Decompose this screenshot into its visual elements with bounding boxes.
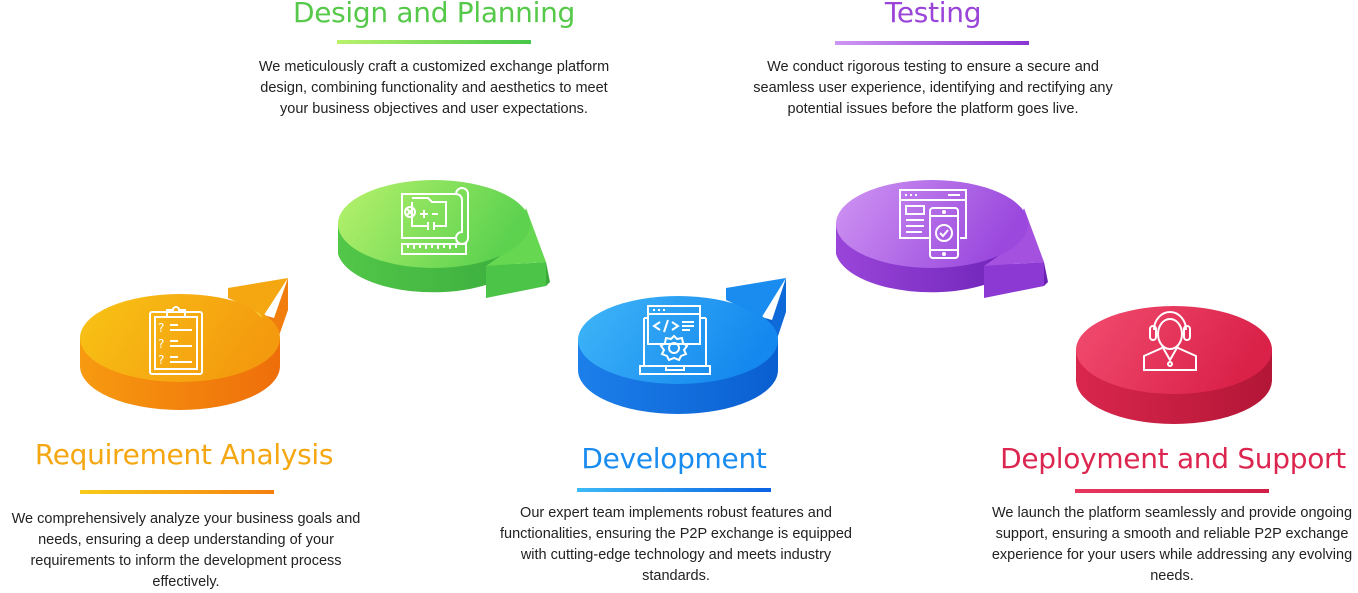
- laptop-code-gear-icon: [638, 304, 712, 381]
- step-description: We meticulously craft a customized excha…: [258, 59, 610, 117]
- svg-text:?: ?: [158, 321, 164, 335]
- step-description: We conduct rigorous testing to ensure a …: [753, 59, 1113, 117]
- step-title: Deployment and Support: [1000, 442, 1346, 475]
- support-agent-headset-icon: [1136, 304, 1204, 381]
- title-underline: [80, 490, 274, 494]
- step-description: Our expert team implements robust featur…: [499, 505, 852, 584]
- step-title: Development: [581, 442, 767, 475]
- title-underline: [1075, 489, 1269, 493]
- svg-text:?: ?: [158, 353, 164, 367]
- step-disc-development: [578, 278, 786, 414]
- title-underline: [337, 40, 531, 44]
- svg-text:?: ?: [158, 337, 164, 351]
- step-description: We comprehensively analyze your business…: [11, 511, 361, 590]
- step-disc-deployment-and-support: [1076, 306, 1272, 424]
- title-underline: [577, 488, 771, 492]
- step-title: Design and Planning: [292, 0, 576, 29]
- step-title: Testing: [884, 0, 982, 29]
- blueprint-icon: [398, 186, 470, 261]
- browser-mobile-check-icon: [896, 188, 970, 265]
- step-description: We launch the platform seamlessly and pr…: [991, 505, 1353, 584]
- step-title: Requirement Analysis: [34, 438, 334, 471]
- title-underline: [835, 41, 1029, 45]
- clipboard-questions-icon: ? ? ?: [146, 304, 206, 381]
- step-disc-testing: [836, 180, 1048, 298]
